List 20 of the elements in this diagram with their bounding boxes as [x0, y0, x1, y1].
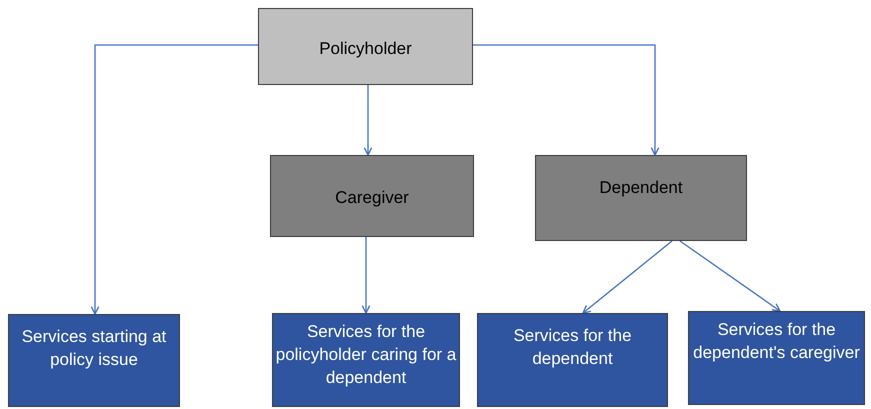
- arrow: [364, 85, 372, 156]
- node-label: Services starting at policy issue: [20, 326, 168, 371]
- node-label: Dependent: [599, 177, 683, 199]
- arrow: [473, 44, 660, 156]
- service-box: [477, 313, 668, 407]
- service-box: [688, 311, 865, 405]
- role-box: [535, 155, 747, 241]
- arrow: [582, 240, 672, 314]
- node-label: Services for the dependent: [512, 325, 633, 370]
- node-label: Services for the dependent's caregiver: [692, 319, 861, 364]
- service-box: [272, 313, 460, 407]
- node-label: Policyholder: [319, 38, 412, 60]
- arrow: [680, 240, 781, 312]
- role-box: [258, 8, 473, 85]
- role-box: [270, 155, 474, 237]
- arrow: [362, 237, 370, 314]
- arrow: [90, 44, 258, 315]
- node-label: Services for the policyholder caring for a dependent: [274, 321, 458, 389]
- service-box: [8, 314, 180, 407]
- node-label: Caregiver: [335, 187, 409, 209]
